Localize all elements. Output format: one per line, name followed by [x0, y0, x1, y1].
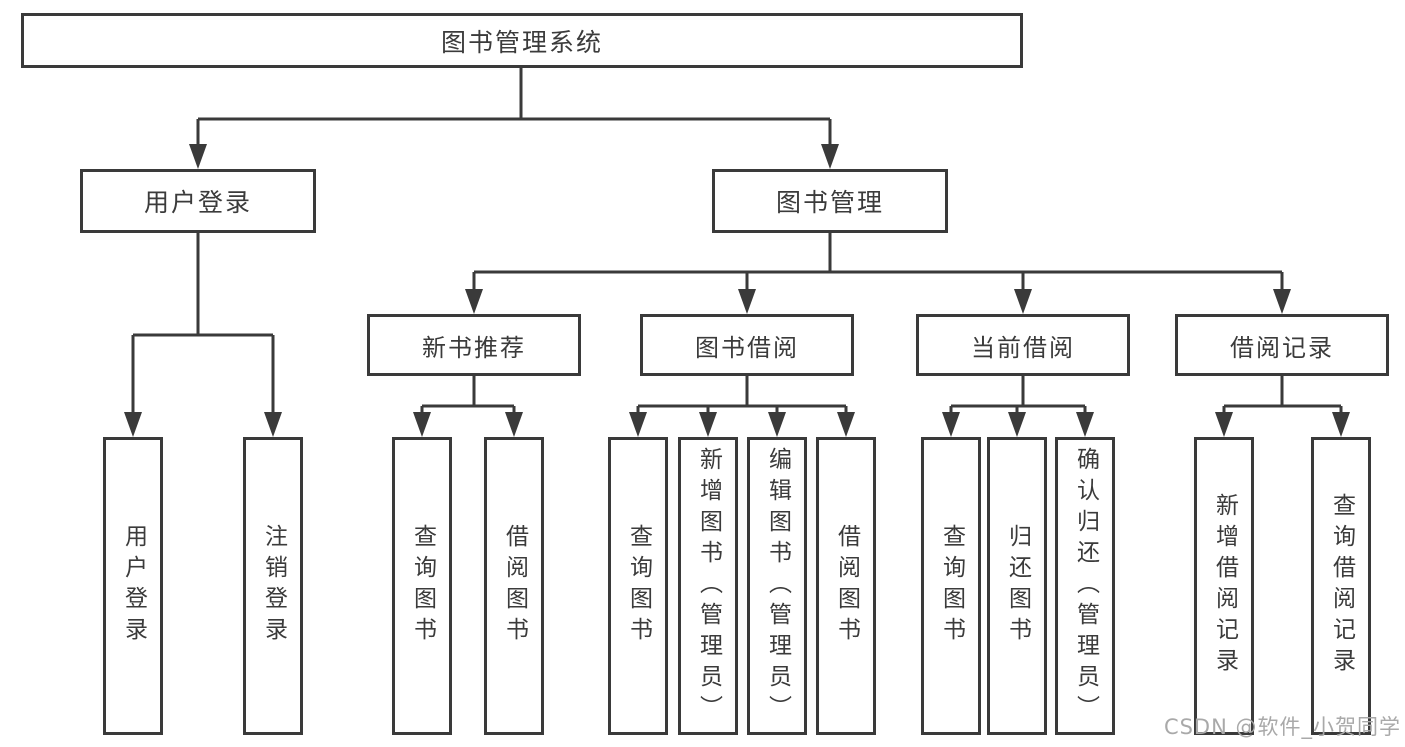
- leaf-current-query-book: 查询图书: [921, 437, 981, 735]
- leaf-user-login-label: 用户登录: [120, 524, 147, 648]
- leaf-borrow-borrow-book: 借阅图书: [816, 437, 876, 735]
- leaf-current-confirm-return-admin-label: 确认归还（管理员）: [1072, 446, 1099, 726]
- node-book-management: 图书管理: [712, 169, 948, 233]
- node-user-login: 用户登录: [80, 169, 316, 233]
- node-user-login-label: 用户登录: [143, 188, 252, 217]
- node-new-books: 新书推荐: [367, 314, 581, 376]
- leaf-records-add-record-label: 新增借阅记录: [1211, 493, 1238, 679]
- leaf-current-confirm-return-admin: 确认归还（管理员）: [1055, 437, 1115, 735]
- watermark: CSDN @软件_小贺同学: [1163, 715, 1401, 739]
- node-book-borrow: 图书借阅: [640, 314, 854, 376]
- leaf-current-return-book-label: 归还图书: [1004, 524, 1031, 648]
- leaf-borrow-edit-book-admin: 编辑图书（管理员）: [747, 437, 807, 735]
- leaf-current-query-book-label: 查询图书: [938, 524, 965, 648]
- leaf-logout-login: 注销登录: [243, 437, 303, 735]
- leaf-current-return-book: 归还图书: [987, 437, 1047, 735]
- leaf-records-query-record: 查询借阅记录: [1311, 437, 1371, 735]
- leaf-borrow-add-book-admin: 新增图书（管理员）: [678, 437, 738, 735]
- leaf-borrow-query-book-label: 查询图书: [625, 524, 652, 648]
- node-current-borrow: 当前借阅: [916, 314, 1130, 376]
- leaf-newbooks-borrow-book-label: 借阅图书: [501, 524, 528, 648]
- leaf-borrow-add-book-admin-label: 新增图书（管理员）: [695, 446, 722, 726]
- leaf-newbooks-borrow-book: 借阅图书: [484, 437, 544, 735]
- leaf-user-login: 用户登录: [103, 437, 163, 735]
- node-root: 图书管理系统: [21, 13, 1023, 68]
- leaf-borrow-borrow-book-label: 借阅图书: [833, 524, 860, 648]
- node-book-management-label: 图书管理: [775, 188, 884, 217]
- leaf-newbooks-query-book-label: 查询图书: [409, 524, 436, 648]
- node-new-books-label: 新书推荐: [422, 333, 526, 362]
- leaf-records-add-record: 新增借阅记录: [1194, 437, 1254, 735]
- node-borrow-records-label: 借阅记录: [1230, 333, 1334, 362]
- leaf-logout-login-label: 注销登录: [260, 524, 287, 648]
- node-current-borrow-label: 当前借阅: [971, 333, 1075, 362]
- node-root-label: 图书管理系统: [440, 27, 603, 57]
- node-borrow-records: 借阅记录: [1175, 314, 1389, 376]
- leaf-newbooks-query-book: 查询图书: [392, 437, 452, 735]
- leaf-records-query-record-label: 查询借阅记录: [1328, 493, 1355, 679]
- node-book-borrow-label: 图书借阅: [695, 333, 799, 362]
- leaf-borrow-edit-book-admin-label: 编辑图书（管理员）: [764, 446, 791, 726]
- leaf-borrow-query-book: 查询图书: [608, 437, 668, 735]
